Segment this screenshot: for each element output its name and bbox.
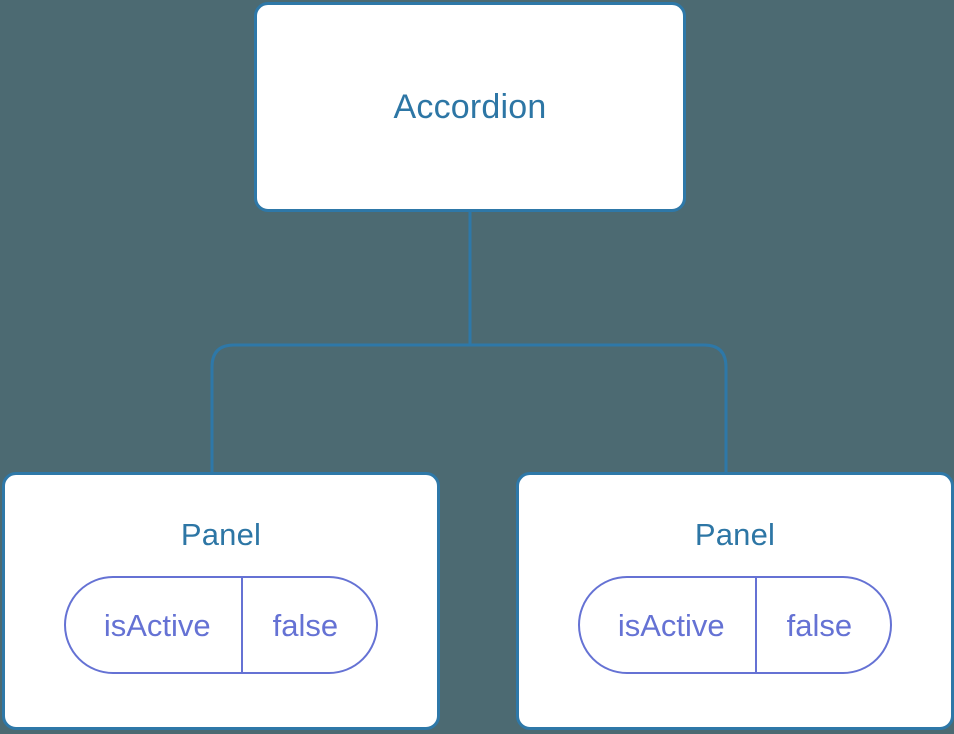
node-accordion[interactable]: Accordion: [254, 2, 686, 212]
state-badge[interactable]: isActive false: [577, 576, 893, 674]
state-value: false: [754, 578, 890, 672]
state-key: isActive: [103, 607, 211, 643]
node-panel-label: Panel: [180, 517, 262, 552]
connector-branch-left: [210, 343, 470, 474]
node-panel[interactable]: Panel isActive false: [516, 472, 954, 730]
connector-branch-right: [470, 343, 728, 474]
node-panel[interactable]: Panel isActive false: [2, 472, 440, 730]
state-value: false: [240, 578, 376, 672]
state-badge[interactable]: isActive false: [63, 576, 379, 674]
state-key: isActive: [617, 607, 725, 643]
node-panel-label: Panel: [694, 517, 776, 552]
node-accordion-label: Accordion: [393, 88, 547, 126]
